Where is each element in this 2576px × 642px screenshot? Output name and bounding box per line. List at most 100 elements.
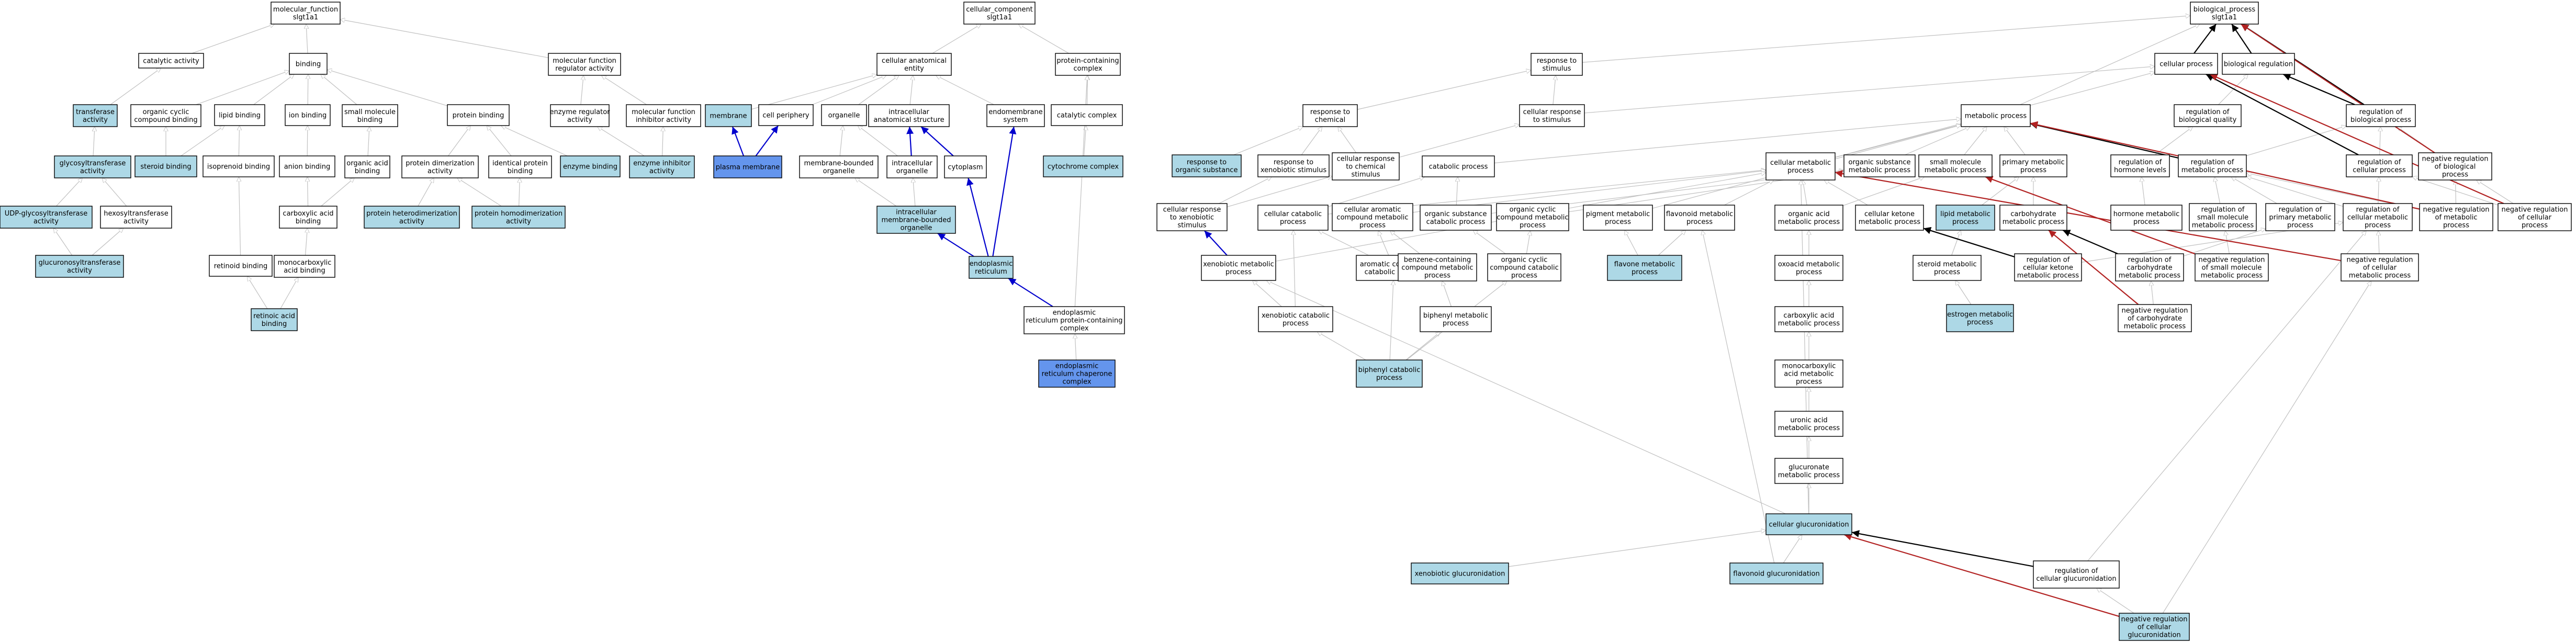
node-isoprenoid[interactable]: isoprenoid binding <box>203 155 275 177</box>
node-cytochrome[interactable]: cytochrome complex <box>1043 155 1123 177</box>
node-ionbind[interactable]: ion binding <box>285 104 331 126</box>
node-cellperiph[interactable]: cell periphery <box>758 104 814 126</box>
node-cytoplasm[interactable]: cytoplasm <box>944 155 987 178</box>
node-catact[interactable]: catalytic activity <box>138 53 204 69</box>
node-catcomplex[interactable]: catalytic complex <box>1051 104 1123 126</box>
node-enzbind[interactable]: enzyme binding <box>560 155 621 177</box>
node-xenogluc[interactable]: xenobiotic glucuronidation <box>1411 562 1509 584</box>
node-bioreg[interactable]: biological regulation <box>2222 53 2295 75</box>
node-organelle[interactable]: organelle <box>821 104 867 126</box>
node-flavonoidgluc[interactable]: flavonoid glucuronidation <box>1729 562 1824 584</box>
node-cellgluc[interactable]: cellular glucuronidation <box>1765 513 1852 535</box>
node-anionbind[interactable]: anion binding <box>279 155 335 177</box>
node-lipidbind[interactable]: lipid binding <box>214 104 265 126</box>
node-membrane[interactable]: membrane <box>705 104 752 127</box>
node-catabolic[interactable]: catabolic process <box>1422 155 1495 177</box>
node-metabolic[interactable]: metabolic process <box>1961 104 2031 127</box>
node-proteinbind[interactable]: protein binding <box>447 104 510 126</box>
node-cellproc[interactable]: cellular process <box>2154 53 2218 75</box>
